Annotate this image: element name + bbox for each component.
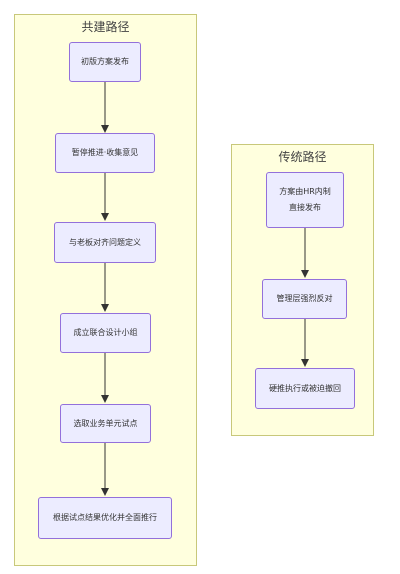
- group-title-co-build: 共建路径: [81, 20, 130, 34]
- node-initial-release[interactable]: 初版方案发布: [69, 42, 141, 82]
- node-label-line-1: 方案由HR内制: [279, 187, 331, 196]
- node-management-opposition[interactable]: 管理层强烈反对: [262, 279, 347, 319]
- node-select-pilot-unit[interactable]: 选取业务单元试点: [60, 404, 151, 443]
- group-co-build-path: 共建路径: [14, 14, 197, 566]
- node-label: 与老板对齐问题定义: [69, 237, 141, 247]
- node-force-or-withdraw[interactable]: 硬推执行或被迫撤回: [255, 368, 355, 409]
- group-title-traditional: 传统路径: [278, 150, 327, 164]
- node-label: 成立联合设计小组: [73, 328, 138, 337]
- node-optimize-and-rollout[interactable]: 根据试点结果优化并全面推行: [38, 497, 172, 539]
- node-label-line-2: 直接发布: [289, 203, 321, 212]
- node-label: 硬推执行或被迫撤回: [269, 383, 341, 393]
- node-label: 根据试点结果优化并全面推行: [53, 513, 157, 522]
- node-pause-collect-feedback[interactable]: 暂停推进·收集意见: [55, 133, 155, 173]
- node-form-joint-design-team[interactable]: 成立联合设计小组: [60, 313, 151, 353]
- node-hr-internal-release[interactable]: 方案由HR内制 直接发布: [266, 172, 344, 228]
- node-align-with-boss[interactable]: 与老板对齐问题定义: [54, 222, 156, 263]
- node-label: 管理层强烈反对: [276, 294, 333, 303]
- node-label: 选取业务单元试点: [73, 418, 138, 428]
- node-label: 暂停推进·收集意见: [71, 148, 139, 157]
- node-label: 初版方案发布: [81, 57, 129, 66]
